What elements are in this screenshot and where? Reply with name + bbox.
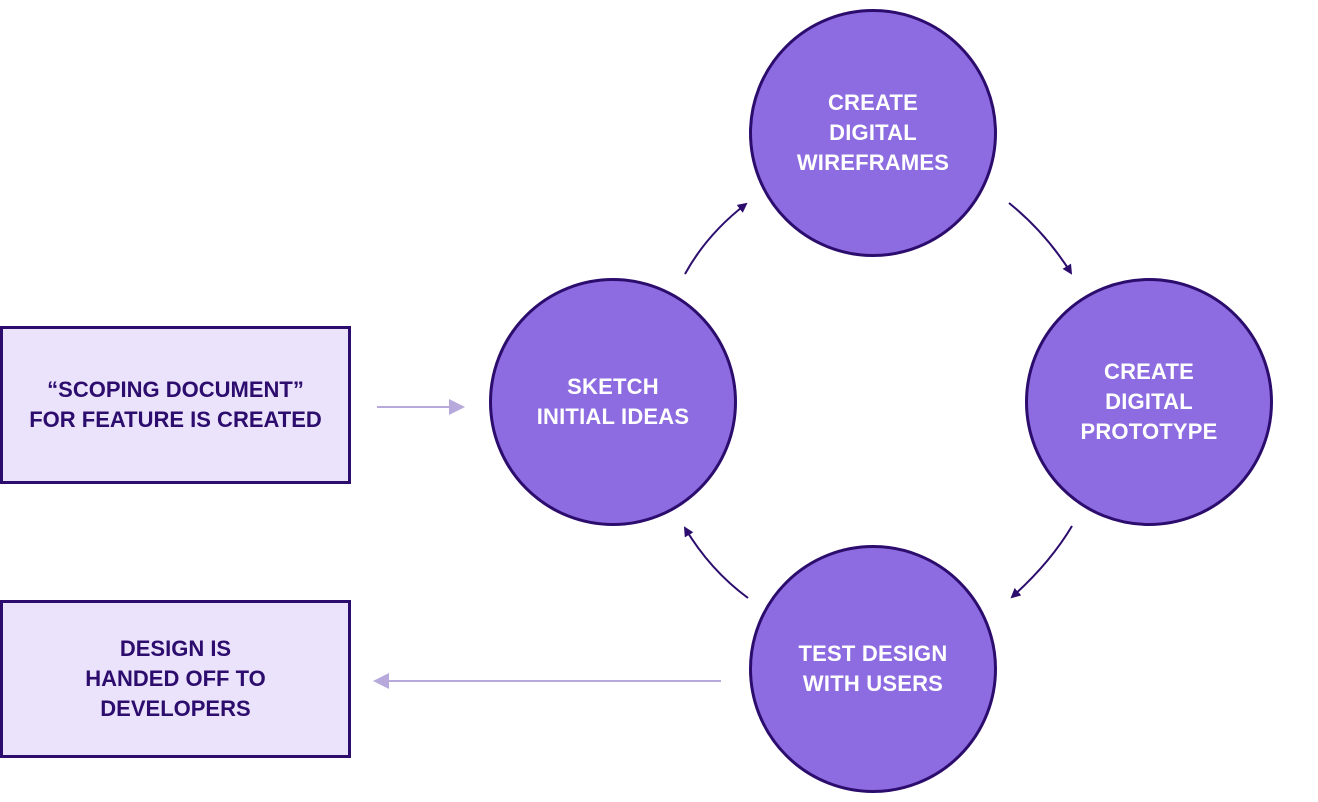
arrow-prototype-to-test — [1010, 525, 1073, 599]
step-sketch-label: SKETCH INITIAL IDEAS — [536, 374, 690, 429]
arrow-wireframes-to-prototype — [1008, 202, 1073, 275]
step-wireframes-label: CREATE DIGITAL WIREFRAMES — [796, 90, 950, 175]
step-prototype-label: CREATE DIGITAL PROTOTYPE — [1080, 359, 1218, 444]
step-test-label: TEST DESIGN WITH USERS — [798, 641, 948, 696]
step-create-digital-prototype: CREATE DIGITAL PROTOTYPE — [1025, 278, 1273, 526]
step-create-digital-wireframes: CREATE DIGITAL WIREFRAMES — [749, 9, 997, 257]
scoping-document-label: “SCOPING DOCUMENT” FOR FEATURE IS CREATE… — [29, 377, 322, 432]
developer-handoff-label: DESIGN IS HANDED OFF TO DEVELOPERS — [85, 636, 266, 721]
arrow-test-to-sketch — [683, 526, 749, 599]
arrow-sketch-to-wireframes — [684, 202, 748, 275]
step-sketch-initial-ideas: SKETCH INITIAL IDEAS — [489, 278, 737, 526]
developer-handoff-box: DESIGN IS HANDED OFF TO DEVELOPERS — [0, 600, 351, 758]
step-test-design-with-users: TEST DESIGN WITH USERS — [749, 545, 997, 793]
scoping-document-box: “SCOPING DOCUMENT” FOR FEATURE IS CREATE… — [0, 326, 351, 484]
